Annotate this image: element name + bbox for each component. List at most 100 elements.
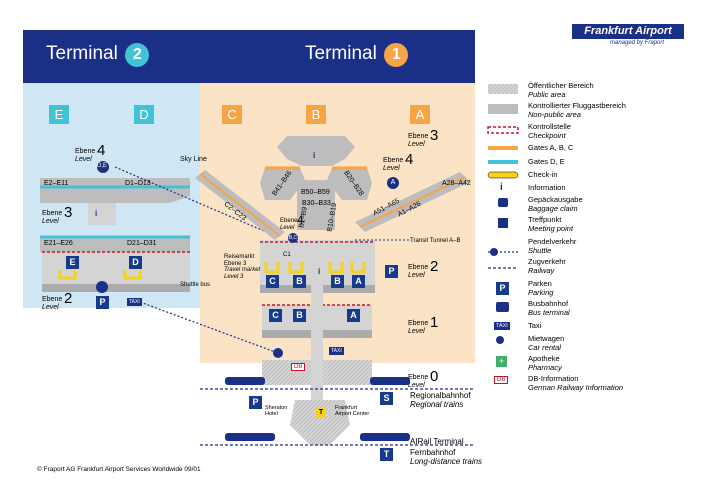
skyline-label: Sky Line <box>180 156 207 163</box>
regional-train-icon[interactable]: S <box>380 392 393 405</box>
legend-shuttle-swatch <box>490 248 498 256</box>
gates-b50-b59: B50–B59 <box>301 189 330 196</box>
meeting-point-icon <box>498 218 508 228</box>
legend-gates-de: Gates D, E <box>528 157 565 166</box>
terminal-2-number: 2 <box>125 43 150 67</box>
pier-e-tile: E <box>49 105 69 124</box>
t1-b-pier-head <box>277 136 355 166</box>
legend-checkpoint-swatch <box>487 126 519 134</box>
terminal-1-header: Terminal 1 <box>305 43 409 67</box>
footer-copyright: © Fraport AG Frankfurt Airport Services … <box>37 466 201 473</box>
pier-c-tile: C <box>222 105 242 124</box>
legend-nonpublic-swatch <box>488 104 518 114</box>
legend-gates-de-swatch <box>488 160 518 164</box>
skyline-a-station: A <box>387 177 399 189</box>
travel-market-label: Reisemarkt Ebene 3 Travel market Level 3 <box>224 254 261 280</box>
tunnel-t-icon: T <box>316 408 326 418</box>
transit-tunnel-label: Transit Tunnel A–B <box>410 238 461 244</box>
t2-info-icon[interactable]: i <box>95 209 98 218</box>
gates-d1-d13: D1–D13 <box>125 180 151 187</box>
regional-station-label: Regionalbahnhof Regional trains <box>410 391 471 409</box>
long-distance-train-icon[interactable]: T <box>380 448 393 461</box>
t1-b20-wing <box>327 168 372 200</box>
t1-arrival-c: C <box>269 309 282 322</box>
legend-information: Information <box>528 183 566 192</box>
gates-d21-d31: D21–D31 <box>127 240 157 247</box>
legend-pharmacy-icon: + <box>496 356 507 367</box>
terminal-1-number: 1 <box>384 43 409 67</box>
legend-checkin-swatch <box>487 171 519 179</box>
legend-db-icon: DB <box>494 376 509 384</box>
shuttle-bus-label: Shuttle bus <box>180 282 211 288</box>
gates-e2-e11: E2–E11 <box>44 180 69 187</box>
skyline-station-de <box>97 161 109 173</box>
t2-taxi-icon[interactable]: TAXI <box>127 298 142 306</box>
gates-e21-e26: E21–E26 <box>44 240 73 247</box>
legend-car-rental-icon <box>496 336 504 344</box>
t1-arrival-a: A <box>347 309 360 322</box>
t1-info-icon[interactable]: i <box>318 267 321 276</box>
skyline-de-station-label: D,E <box>97 163 108 169</box>
t2-roadway <box>42 284 190 292</box>
t1-hall-a: A <box>352 275 365 288</box>
t1-hall-c: C <box>266 275 279 288</box>
terminal-1-label: Terminal <box>305 43 377 64</box>
gates-b30-b33: B30–B33 <box>302 200 331 207</box>
regional-train-left <box>225 377 265 385</box>
frankfurt-airport-center-label: Frankfurt Airport Center <box>335 405 370 417</box>
legend-info-icon: i <box>500 182 503 193</box>
t2-parking-icon[interactable]: P <box>96 296 109 309</box>
t1-b41-wing <box>260 168 305 200</box>
level0-parking-icon[interactable]: P <box>249 396 262 409</box>
legend-public-swatch <box>488 84 518 94</box>
t1-arrival-b: B <box>293 309 306 322</box>
terminal-2-header: Terminal 2 <box>46 43 150 67</box>
t2-hall-d: D <box>129 256 142 269</box>
t2-checkin-e <box>58 270 77 280</box>
b-pier-info-icon[interactable]: i <box>313 151 316 160</box>
legend-taxi: Taxi <box>528 321 542 330</box>
sheraton-hotel-label: Sheraton Hotel <box>265 405 288 417</box>
t1-taxi-icon[interactable]: TAXI <box>329 347 344 355</box>
long-distance-train-left <box>225 433 275 441</box>
regional-train-right <box>370 377 410 385</box>
t1-parking-icon[interactable]: P <box>385 265 398 278</box>
brand-logo[interactable]: Frankfurt Airport <box>572 24 684 39</box>
brand-subtitle: managed by Fraport <box>610 40 665 46</box>
legend-checkin: Check-in <box>528 170 558 179</box>
t1-hall-b-left: B <box>293 275 306 288</box>
t1-hall-b-right: B <box>331 275 344 288</box>
long-distance-station-label: Fernbahnhof Long-distance trains <box>410 448 483 466</box>
t2-checkin-d <box>123 270 142 280</box>
t1-b-pier-body <box>297 180 335 230</box>
gates-a28-a42: A28–A42 <box>442 180 471 187</box>
legend-bus-icon <box>496 302 509 312</box>
t2-pier-level2-top <box>40 237 190 252</box>
airrail-terminal-building <box>290 400 350 445</box>
airrail-terminal-label: AIRail Terminal <box>410 437 464 446</box>
skyline-track <box>114 166 279 238</box>
db-info-icon[interactable]: DB <box>291 363 306 371</box>
terminal-2-label: Terminal <box>46 43 118 64</box>
t2-hall-e: E <box>66 256 79 269</box>
